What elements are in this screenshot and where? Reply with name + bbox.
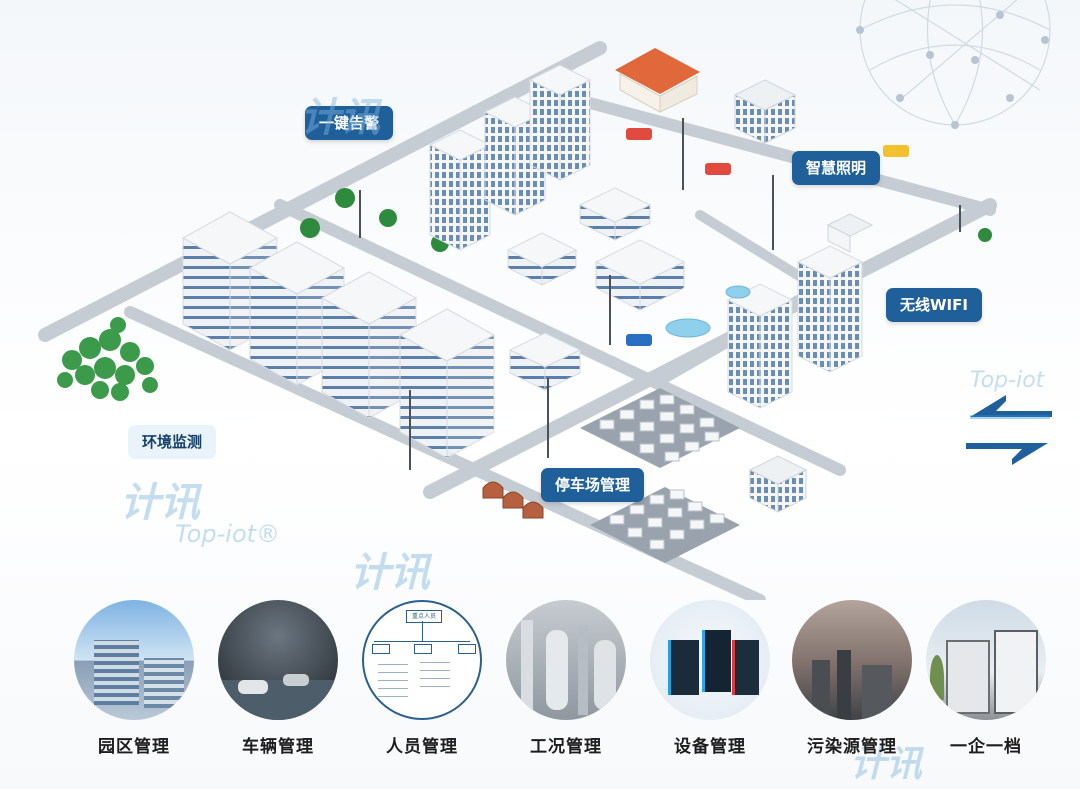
parking-lot-2 (590, 487, 740, 563)
park-buildings-photo[interactable] (74, 600, 194, 720)
label-parking-management: 停车场管理 (541, 468, 645, 502)
label-environment-monitoring: 环境监测 (128, 425, 217, 459)
module-label-operating-condition: 工况管理 (530, 737, 602, 757)
module-label-park: 园区管理 (98, 737, 170, 757)
house (615, 48, 700, 113)
lamp-poles (359, 118, 961, 470)
enterprise-photo[interactable] (926, 600, 1046, 720)
factory-photo[interactable] (506, 600, 626, 720)
module-label-equipment: 设备管理 (674, 737, 746, 757)
module-label-pollution-source: 污染源管理 (807, 737, 897, 757)
exchange-arrows-icon (966, 395, 1052, 465)
label-wireless-wifi: 无线WIFI (886, 288, 982, 322)
parking-lot-1 (580, 388, 740, 468)
org-root-node: 重点人员 (406, 610, 442, 623)
smart-park-scene (38, 0, 1051, 600)
pollution-photo[interactable] (792, 600, 912, 720)
label-one-key-alarm: 一键告警 (305, 106, 394, 140)
cars (626, 128, 909, 346)
sheds (482, 481, 544, 519)
devices-photo[interactable] (650, 600, 770, 720)
network-globe-icon (859, 0, 1051, 126)
module-label-vehicle: 车辆管理 (242, 737, 314, 757)
org-chart[interactable]: 重点人员 (362, 600, 482, 720)
label-smart-lighting: 智慧照明 (792, 151, 881, 185)
module-label-enterprise-file: 一企一档 (950, 737, 1022, 757)
forest (57, 317, 158, 401)
garage-photo[interactable] (218, 600, 338, 720)
module-label-personnel: 人员管理 (386, 737, 458, 757)
tall-buildings (181, 64, 874, 513)
